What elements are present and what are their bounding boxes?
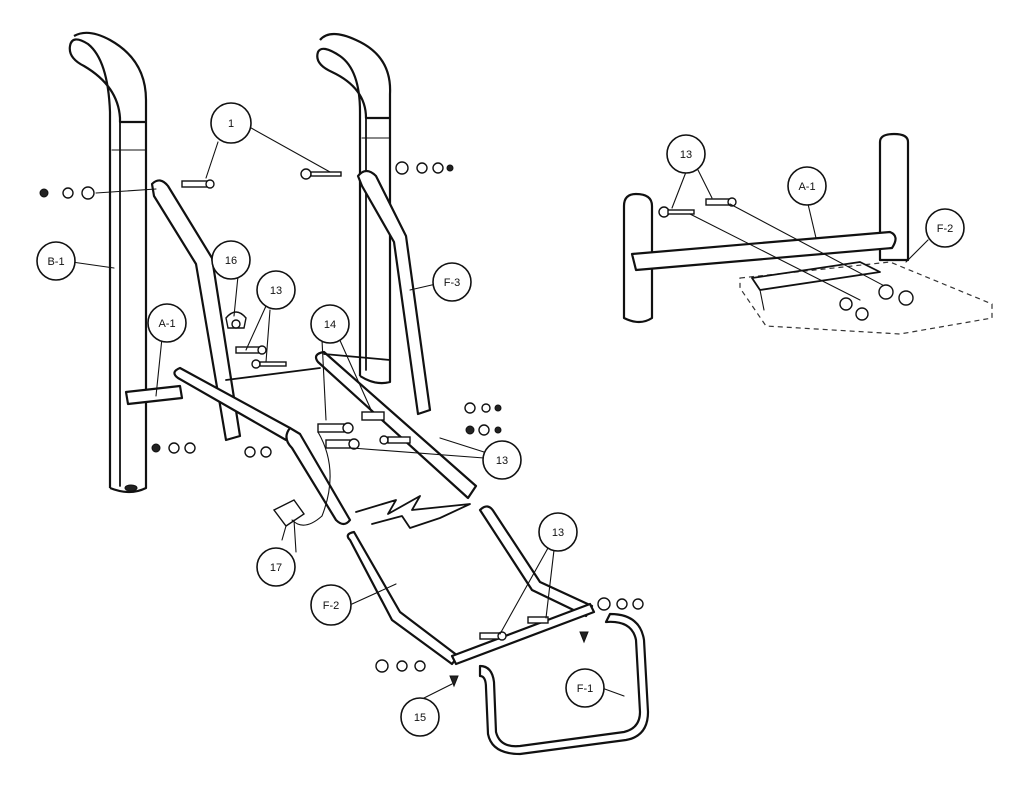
svg-text:14: 14 — [324, 319, 336, 331]
callout-15: 15 — [400, 697, 440, 737]
part-label-a1: A-1 — [147, 303, 187, 343]
right-diagonal-brace-f3 — [356, 169, 432, 416]
callout-17: 17 — [256, 547, 296, 587]
svg-text:A-1: A-1 — [798, 181, 815, 193]
callout-13-right: 13 — [482, 440, 522, 480]
svg-text:17: 17 — [270, 562, 282, 574]
detail-view — [622, 132, 993, 335]
leader-lines — [71, 123, 929, 701]
svg-text:13: 13 — [496, 455, 508, 467]
svg-text:13: 13 — [552, 527, 564, 539]
callout-13-upper-left: 13 — [256, 270, 296, 310]
callout-1: 1 — [210, 102, 252, 144]
left-upright-tube — [68, 31, 148, 494]
break-line — [355, 495, 471, 529]
svg-text:F-2: F-2 — [937, 223, 954, 235]
svg-text:F-1: F-1 — [577, 683, 594, 695]
svg-text:13: 13 — [270, 285, 282, 297]
foot-loop-f1 — [478, 612, 650, 756]
part-label-f2: F-2 — [310, 584, 352, 626]
callout-16: 16 — [211, 240, 251, 280]
right-upright-tube — [316, 32, 392, 385]
svg-text:16: 16 — [225, 255, 237, 267]
part-label-a1-detail: A-1 — [787, 166, 827, 206]
lower-frame-f2 — [346, 505, 596, 666]
part-label-b1: B-1 — [36, 241, 76, 281]
part-label-f2-detail: F-2 — [925, 208, 965, 248]
svg-text:1: 1 — [228, 118, 234, 130]
callout-14: 14 — [310, 304, 350, 344]
seat-frame — [124, 350, 478, 526]
svg-text:13: 13 — [680, 149, 692, 161]
hardware-group — [39, 161, 644, 688]
svg-text:B-1: B-1 — [47, 256, 64, 268]
callout-13-detail: 13 — [666, 134, 706, 174]
svg-text:F-2: F-2 — [323, 600, 340, 612]
part-label-f1: F-1 — [565, 668, 605, 708]
part-label-f3: F-3 — [432, 262, 472, 302]
left-diagonal-brace — [150, 179, 242, 442]
svg-text:15: 15 — [414, 712, 426, 724]
svg-text:A-1: A-1 — [158, 318, 175, 330]
callout-13-lower: 13 — [538, 512, 578, 552]
svg-text:F-3: F-3 — [444, 277, 461, 289]
